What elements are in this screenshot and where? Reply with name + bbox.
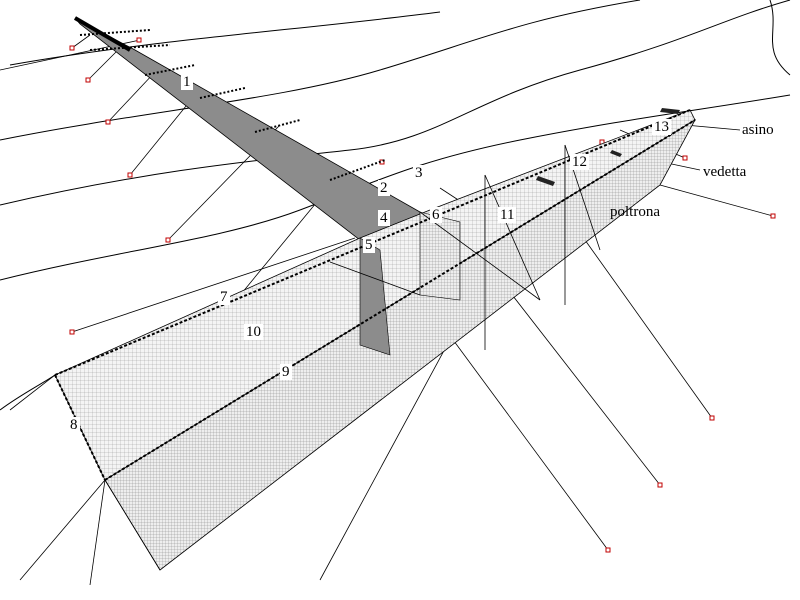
boat-vedetta-icon <box>610 150 622 157</box>
boat-asino-icon <box>660 108 680 114</box>
label-1: 1 <box>181 74 193 90</box>
boat-poltrona-icon <box>536 176 555 186</box>
label-3: 3 <box>413 165 425 181</box>
label-8: 8 <box>68 417 80 433</box>
label-11: 11 <box>498 207 517 223</box>
label-5: 5 <box>363 237 375 253</box>
label-12: 12 <box>570 154 589 170</box>
label-4: 4 <box>378 210 390 226</box>
main-chamber <box>54 108 697 571</box>
label-10: 10 <box>244 324 263 340</box>
label-9: 9 <box>280 364 292 380</box>
label-13: 13 <box>652 119 671 135</box>
label-7: 7 <box>218 289 230 305</box>
label-poltrona: poltrona <box>610 204 660 220</box>
seabed-contours <box>0 0 791 411</box>
label-6: 6 <box>430 207 442 223</box>
label-asino: asino <box>742 122 774 138</box>
label-vedetta: vedetta <box>703 164 747 180</box>
label-2: 2 <box>378 180 390 196</box>
